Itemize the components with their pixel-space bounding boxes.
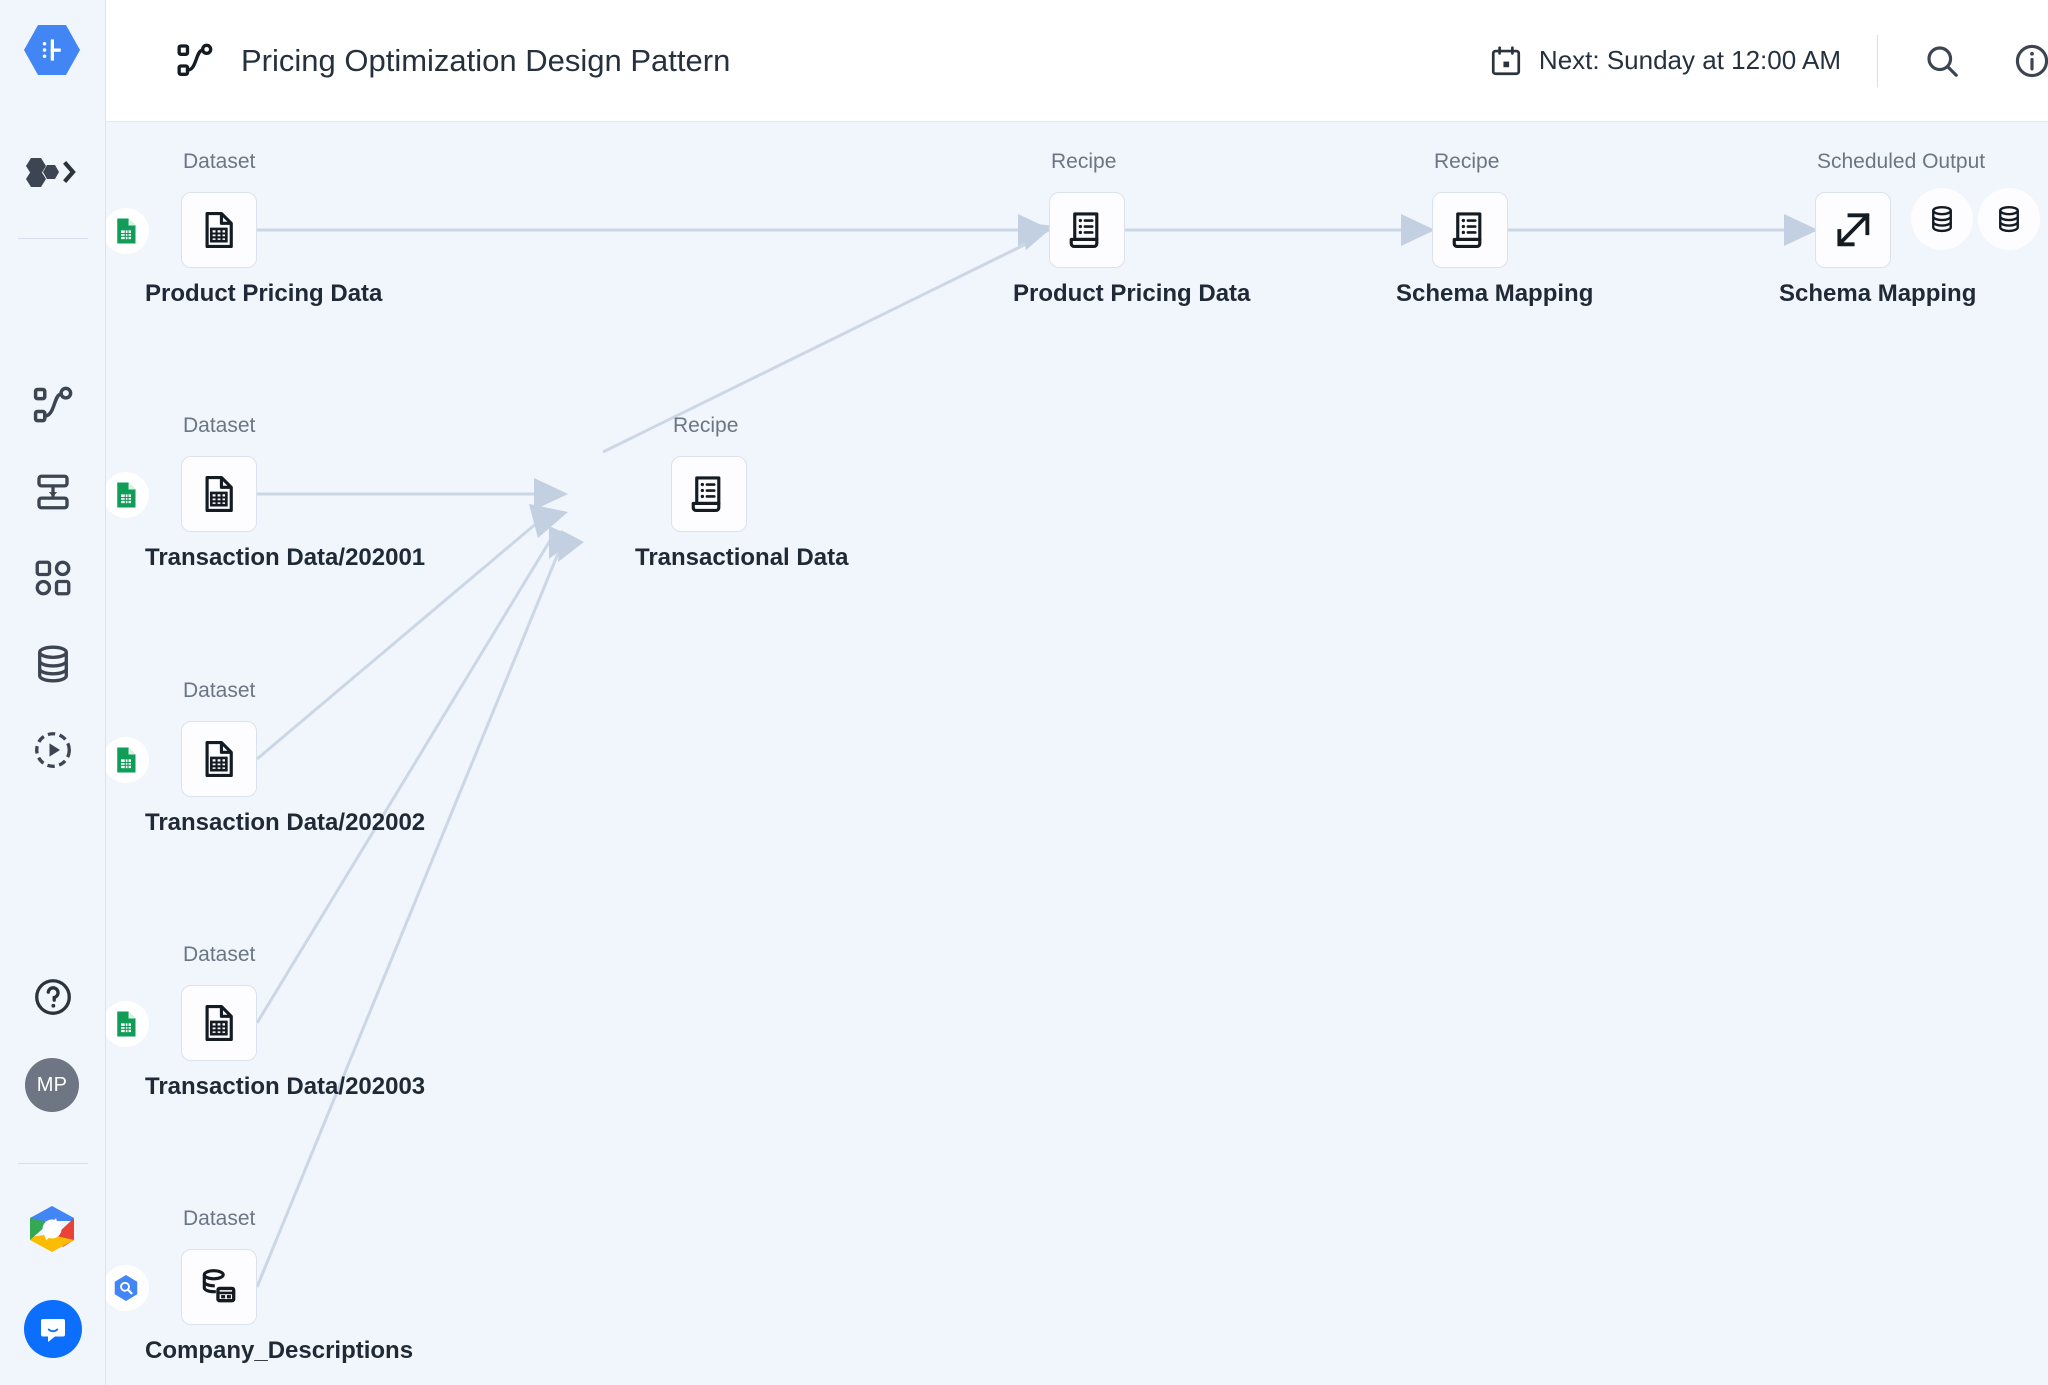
google-sheets-badge <box>106 472 149 518</box>
sidebar-item-pipeline-studio[interactable] <box>0 374 106 438</box>
database-table-icon <box>202 1269 236 1303</box>
google-sheets-icon <box>117 482 136 508</box>
output-database-2[interactable] <box>1978 188 2040 250</box>
header-right: Next: Sunday at 12:00 AM <box>1489 0 2048 121</box>
flow-edges <box>255 214 1818 1288</box>
info-icon <box>2015 44 2048 77</box>
sidebar-divider-bottom <box>18 1163 88 1164</box>
node-icon-box[interactable] <box>671 456 747 532</box>
google-sheets-badge <box>106 737 149 783</box>
node-type-label: Dataset <box>183 150 256 173</box>
node-label: Company_Descriptions <box>145 1337 414 1364</box>
node-type-label: Dataset <box>183 414 256 437</box>
help-circle-icon <box>35 979 71 1015</box>
database-icon <box>38 645 68 683</box>
arrowhead <box>558 530 584 562</box>
page-title: Pricing Optimization Design Pattern <box>241 42 731 78</box>
google-cloud-logo[interactable] <box>24 1204 80 1254</box>
node-type-label: Recipe <box>673 414 739 437</box>
node-icon-box[interactable] <box>181 192 257 268</box>
search-icon <box>1927 45 1958 77</box>
node-label: Transaction Data/202001 <box>145 544 426 571</box>
arrowhead <box>529 504 568 538</box>
node-icon-box[interactable] <box>1049 192 1125 268</box>
node-label: Product Pricing Data <box>1013 280 1251 307</box>
pipeline-icon <box>177 43 213 76</box>
export-arrow-icon <box>1837 213 1870 247</box>
sidebar-item-replication[interactable] <box>0 460 106 524</box>
google-sheets-icon <box>117 1011 136 1037</box>
file-table-icon <box>205 211 233 249</box>
hexagon-logo-shape <box>24 25 80 75</box>
node-type-label: Scheduled Output <box>1817 150 1986 173</box>
recipe-list-icon <box>1069 212 1099 249</box>
top-header: Pricing Optimization Design Pattern Next… <box>106 0 2048 122</box>
search-button[interactable] <box>1914 33 1970 89</box>
header-divider <box>1877 34 1878 87</box>
node-type-label: Dataset <box>183 1207 256 1230</box>
node-icon-box[interactable] <box>181 1249 257 1325</box>
sidebar-item-help[interactable] <box>0 965 106 1029</box>
gcp-hexagon-icon <box>30 1206 74 1252</box>
file-table-icon <box>205 740 233 778</box>
google-sheets-badge <box>106 1001 149 1047</box>
file-table-icon <box>205 1004 233 1042</box>
hexagons-namespace-icon <box>26 158 76 187</box>
node-type-label: Recipe <box>1434 150 1500 173</box>
arrowhead <box>534 478 568 510</box>
node-icon-box[interactable] <box>1815 192 1891 268</box>
bigquery-badge <box>106 1265 149 1311</box>
node-icon-box[interactable] <box>181 985 257 1061</box>
intercom-chat-button[interactable] <box>24 1300 82 1358</box>
sidebar-divider-top <box>18 238 88 239</box>
data-fusion-glyph-icon <box>42 39 61 61</box>
next-run-label: Next: Sunday at 12:00 AM <box>1538 45 1841 75</box>
header-left: Pricing Optimization Design Pattern <box>175 41 730 81</box>
calendar-icon <box>1491 45 1521 75</box>
node-icon-box[interactable] <box>181 456 257 532</box>
node-type-label: Dataset <box>183 943 256 966</box>
namespace-selector[interactable] <box>0 140 106 204</box>
apps-grid-icon <box>35 560 71 596</box>
database-icon <box>1932 205 1952 233</box>
node-type-label: Recipe <box>1051 150 1117 173</box>
database-icon <box>1999 205 2019 233</box>
node-label: Schema Mapping <box>1779 280 1977 307</box>
arrowhead <box>1021 222 1054 250</box>
avatar-initials: MP <box>36 1073 68 1096</box>
next-run-schedule[interactable]: Next: Sunday at 12:00 AM <box>1489 44 1841 78</box>
info-button[interactable] <box>2004 33 2048 89</box>
google-sheets-badge <box>106 208 149 254</box>
pipeline-icon <box>33 386 73 423</box>
sidebar-item-runs[interactable] <box>0 718 106 782</box>
flow-canvas[interactable]: Dataset <box>106 122 2048 1385</box>
cloud-data-fusion-logo[interactable] <box>23 21 81 79</box>
google-sheets-icon <box>117 218 136 244</box>
node-label: Product Pricing Data <box>145 280 383 307</box>
sidebar-item-integration-metadata[interactable] <box>0 546 106 610</box>
node-label: Transaction Data/202002 <box>145 809 426 836</box>
node-label: Transaction Data/202003 <box>145 1073 426 1100</box>
node-type-label: Dataset <box>183 679 256 702</box>
node-label: Schema Mapping <box>1396 280 1594 307</box>
replication-icon <box>37 474 69 510</box>
sidebar-item-datasets[interactable] <box>0 632 106 696</box>
bigquery-icon <box>114 1275 138 1301</box>
main-area: Pricing Optimization Design Pattern Next… <box>106 0 2048 1385</box>
google-sheets-icon <box>117 747 136 773</box>
recipe-list-icon <box>1452 212 1482 249</box>
left-sidebar: MP <box>0 0 106 1385</box>
node-label: Transactional Data <box>635 544 849 571</box>
arrowhead <box>1401 214 1435 246</box>
play-circle-icon <box>35 732 71 768</box>
arrowhead <box>1784 214 1818 246</box>
output-database-1[interactable] <box>1911 188 1973 250</box>
user-avatar[interactable]: MP <box>25 1058 79 1112</box>
recipe-list-icon <box>691 476 721 513</box>
node-icon-box[interactable] <box>181 721 257 797</box>
node-icon-box[interactable] <box>1432 192 1508 268</box>
file-table-icon <box>205 475 233 513</box>
chat-bubble-icon <box>41 1319 65 1342</box>
